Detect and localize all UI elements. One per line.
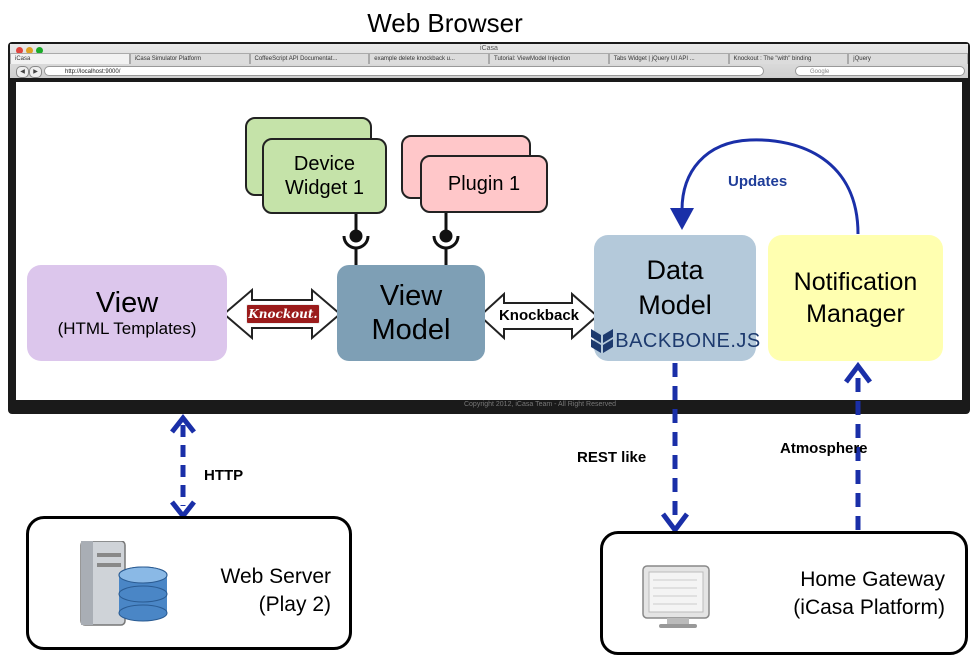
browser-tab[interactable]: iCasa Simulator Platform xyxy=(129,53,250,64)
close-window-icon[interactable] xyxy=(16,47,23,54)
notification-manager-box: Notification Manager xyxy=(768,235,943,361)
browser-tab[interactable]: Tutorial: ViewModel Injection xyxy=(489,53,609,64)
window-title: iCasa xyxy=(480,45,498,52)
web-server-line1: Web Server xyxy=(220,565,332,588)
data-model-line1: Data xyxy=(646,255,704,285)
knockout-logo: Knockout. xyxy=(246,304,320,324)
view-model-box: View Model xyxy=(337,265,485,361)
home-gateway-line2: (iCasa Platform) xyxy=(793,596,945,619)
plugin-label: Plugin 1 xyxy=(447,172,521,195)
updates-arrowhead xyxy=(670,208,694,230)
page-footer: Copyright 2012, iCasa Team - All Right R… xyxy=(463,401,616,408)
atmosphere-label: Atmosphere xyxy=(780,440,868,457)
tab-bar: iCasa iCasa Simulator Platform CoffeeScr… xyxy=(10,53,968,65)
navigation-bar: ◀ ▶ http://localhost:9000/ Google xyxy=(10,65,968,78)
data-model-line2: Model xyxy=(638,290,712,320)
backbone-icon xyxy=(591,329,614,353)
plugin-card: Plugin 1 xyxy=(420,155,548,213)
notification-manager-line1: Notification xyxy=(793,268,918,296)
minimize-window-icon[interactable] xyxy=(26,47,33,54)
web-server-line2: (Play 2) xyxy=(258,593,331,616)
web-server-box: Web Server (Play 2) xyxy=(26,516,352,650)
browser-tab[interactable]: CoffeeScript API Documentat... xyxy=(249,53,370,64)
browser-tab[interactable]: example delete knockback u... xyxy=(369,53,489,64)
updates-arrow xyxy=(680,138,860,235)
notification-manager-line2: Manager xyxy=(806,300,905,328)
diagram-title: Web Browser xyxy=(367,8,523,38)
view-title: View xyxy=(95,287,159,319)
knockback-label: Knockback xyxy=(498,307,580,324)
home-gateway-line1: Home Gateway xyxy=(800,568,945,591)
device-widget-line2: Widget 1 xyxy=(285,177,364,199)
forward-icon[interactable]: ▶ xyxy=(29,66,42,78)
view-box: View (HTML Templates) xyxy=(27,265,227,361)
browser-tab[interactable]: Tabs Widget | jQuery UI API ... xyxy=(608,53,729,64)
browser-tab[interactable]: Knockout : The "with" binding xyxy=(728,53,849,64)
updates-label: Updates xyxy=(728,173,788,190)
home-gateway-label: Home Gateway (iCasa Platform) xyxy=(793,566,945,622)
backbone-logo: BACKBONE.JS xyxy=(589,327,761,355)
device-widget-line1: Device xyxy=(293,153,356,175)
browser-tab[interactable]: jQuery xyxy=(848,53,968,64)
server-icon xyxy=(80,541,168,626)
view-model-line2: Model xyxy=(371,314,451,346)
browser-tab[interactable]: iCasa xyxy=(10,53,130,64)
back-icon[interactable]: ◀ xyxy=(16,66,29,78)
widget-socket-connector xyxy=(342,214,370,265)
home-gateway-box: Home Gateway (iCasa Platform) xyxy=(600,531,968,655)
gateway-icon xyxy=(642,565,710,628)
plugin-socket-connector xyxy=(432,213,460,265)
zoom-window-icon[interactable] xyxy=(36,47,43,54)
search-input[interactable]: Google xyxy=(795,66,965,76)
url-field[interactable]: http://localhost:9000/ xyxy=(44,66,764,76)
web-server-label: Web Server (Play 2) xyxy=(221,563,332,619)
backbone-logo-text: BACKBONE.JS xyxy=(615,329,761,352)
data-model-box: Data Model BACKBONE.JS xyxy=(591,235,760,361)
http-label: HTTP xyxy=(204,467,244,484)
rest-label: REST like xyxy=(577,449,647,466)
device-widget-card: Device Widget 1 xyxy=(262,138,387,214)
view-subtitle: (HTML Templates) xyxy=(57,319,197,338)
view-model-line1: View xyxy=(379,280,443,312)
